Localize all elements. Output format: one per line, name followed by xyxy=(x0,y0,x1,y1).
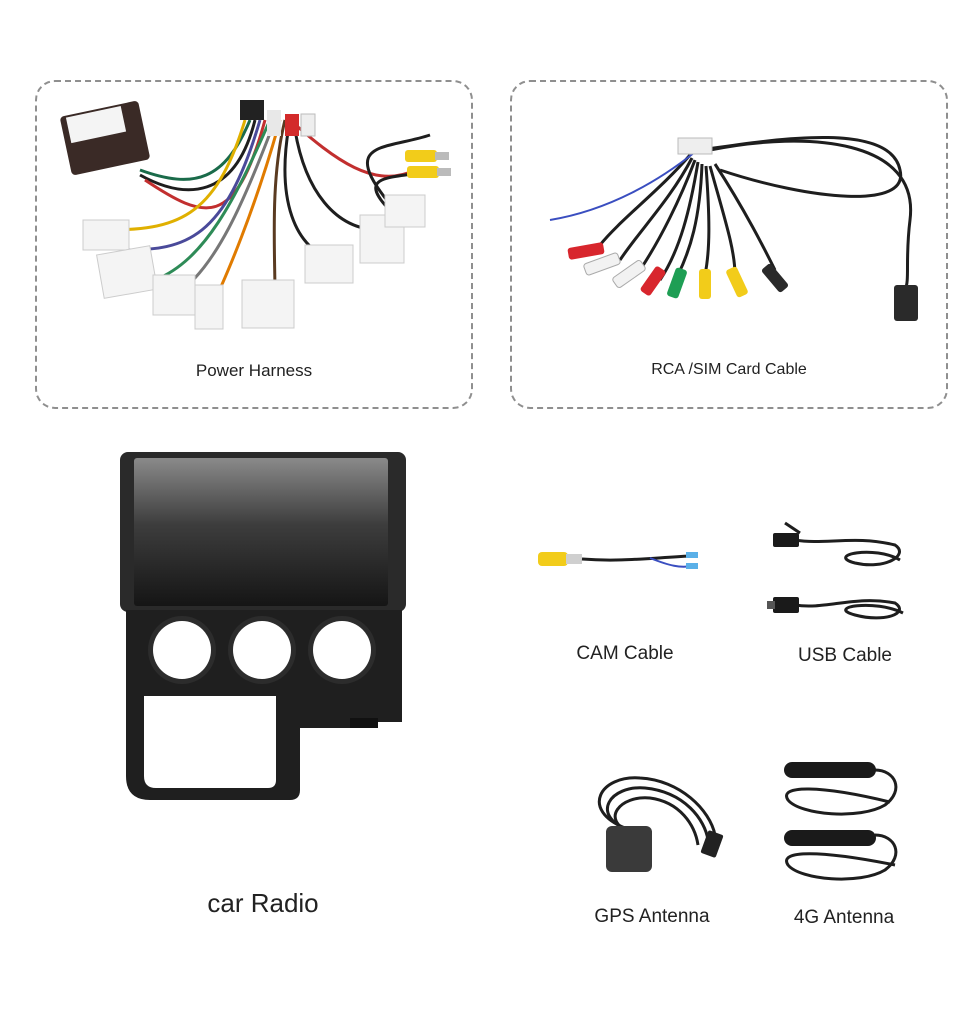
power-harness-image xyxy=(60,100,451,330)
4g-antenna-image xyxy=(784,762,898,881)
rca-cable-label: RCA /SIM Card Cable xyxy=(651,361,807,378)
4g-antenna-label: 4G Antenna xyxy=(793,907,895,928)
gps-antenna-image xyxy=(597,776,724,872)
power-harness-panel xyxy=(35,80,473,409)
car-radio-image xyxy=(120,452,406,800)
rca-cable-panel xyxy=(510,80,948,409)
car-radio-label: car Radio xyxy=(207,888,319,918)
gps-antenna-label: GPS Antenna xyxy=(594,906,710,927)
cam-cable-label: CAM Cable xyxy=(576,643,674,664)
usb-cable-image xyxy=(767,521,904,620)
rca-cable-image xyxy=(549,136,918,321)
usb-cable-label: USB Cable xyxy=(798,645,892,666)
cam-cable-image xyxy=(538,552,698,569)
power-harness-label: Power Harness xyxy=(195,361,313,380)
